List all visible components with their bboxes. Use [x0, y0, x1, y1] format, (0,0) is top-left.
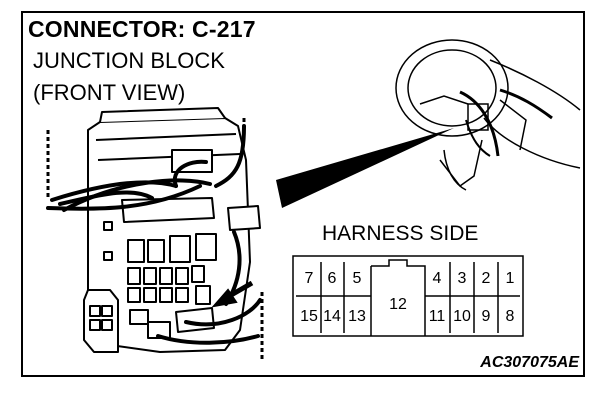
pin-15: 15 — [300, 308, 318, 325]
callout-leader — [276, 128, 454, 208]
pin-12: 12 — [389, 296, 407, 313]
pin-5: 5 — [353, 270, 362, 287]
connector-pin-numbers: 7 6 5 4 3 2 1 15 14 13 12 11 10 9 8 — [300, 270, 514, 325]
pin-3: 3 — [458, 270, 467, 287]
pin-14: 14 — [323, 308, 341, 325]
pin-11: 11 — [429, 308, 446, 325]
pointer-arrow — [211, 280, 254, 308]
diagram-frame — [21, 11, 585, 377]
connector-pinout — [292, 255, 524, 337]
harness-cable-ends — [46, 118, 264, 360]
pin-9: 9 — [482, 308, 491, 325]
pin-2: 2 — [482, 270, 491, 287]
pin-10: 10 — [453, 308, 471, 325]
pin-8: 8 — [506, 308, 515, 325]
pin-6: 6 — [328, 270, 337, 287]
pin-13: 13 — [348, 308, 366, 325]
pin-7: 7 — [305, 270, 314, 287]
connector-title: CONNECTOR: C-217 — [28, 16, 256, 42]
figure-code: AC307075AE — [480, 354, 579, 371]
pin-1: 1 — [506, 270, 515, 287]
harness-side-label: HARNESS SIDE — [322, 222, 479, 245]
dashboard-location-inset — [395, 39, 581, 191]
junction-block-illustration — [83, 107, 261, 353]
front-view-label: (FRONT VIEW) — [33, 80, 186, 105]
pin-4: 4 — [433, 270, 442, 287]
junction-block-label: JUNCTION BLOCK — [33, 48, 225, 73]
